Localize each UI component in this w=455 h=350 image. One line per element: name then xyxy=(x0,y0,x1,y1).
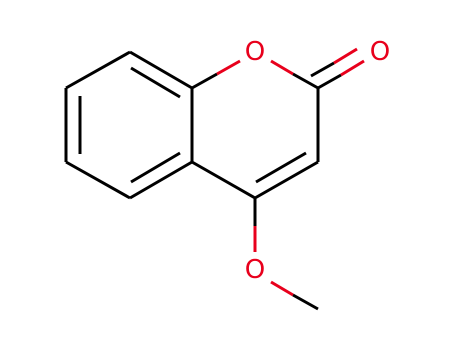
benzene-double-bond-c8a-c8 xyxy=(130,66,181,99)
benzene-bond-c8a-c8 xyxy=(129,50,193,90)
benzene-bond-c5-c4a xyxy=(129,160,193,200)
ring-oxygen-label: O xyxy=(245,37,265,67)
bond-o1-c2-red xyxy=(270,59,294,76)
double-bond-c3-c4 xyxy=(255,151,307,184)
bond-o1-c2-black xyxy=(292,72,319,90)
carbonyl-bond-red-b xyxy=(333,47,358,65)
benzene-bond-c8-c7 xyxy=(65,50,131,90)
carbonyl-bond-black-b xyxy=(310,61,335,78)
methoxy-bond-o-ch3-black xyxy=(292,293,319,311)
bond-c8a-o1-black xyxy=(191,72,218,90)
bond-c3-c4 xyxy=(254,160,319,200)
carbonyl-bond-red-a xyxy=(340,59,365,77)
benzene-bond-c6-c5 xyxy=(65,160,131,200)
carbonyl-oxygen-label: O xyxy=(370,37,390,67)
methoxy-oxygen-label: O xyxy=(245,255,265,285)
bond-c4-c4a xyxy=(191,160,256,200)
methoxy-bond-o-ch3-red xyxy=(270,280,294,297)
bond-c8a-o1-red xyxy=(216,59,241,76)
benzene-double-bond-c5-c4a xyxy=(130,151,181,184)
carbonyl-bond-black-a xyxy=(317,73,342,90)
